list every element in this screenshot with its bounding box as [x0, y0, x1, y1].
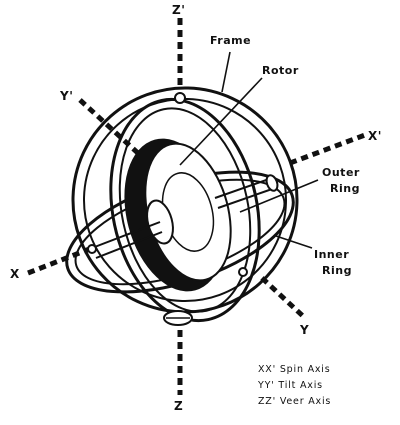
legend-veer-axis: ZZ' Veer Axis — [258, 396, 331, 407]
part-labels: Frame Rotor Outer Ring Inner Ring — [210, 34, 360, 277]
axis-labels: Z' Z Y' Y X' X — [10, 3, 382, 413]
spin-axle — [91, 174, 279, 259]
x-axis-right-segment — [289, 132, 366, 166]
x-axis-left-segment — [27, 245, 93, 276]
label-inner-ring-line1: Inner — [314, 248, 349, 261]
axis-label-y-prime: Y' — [59, 89, 73, 103]
y-axis-top-segment — [78, 98, 142, 157]
inner-ring-leader-line — [275, 235, 313, 249]
label-outer-ring-line2: Ring — [330, 182, 360, 195]
label-inner-ring-line2: Ring — [322, 264, 352, 277]
axis-label-z: Z — [174, 399, 183, 413]
label-frame: Frame — [210, 34, 251, 47]
label-outer-ring-line1: Outer — [322, 166, 360, 179]
frame-leader-line — [221, 51, 231, 93]
leader-lines — [179, 51, 319, 249]
legend-tilt-axis: YY' Tilt Axis — [257, 380, 323, 391]
rotor-leader-line — [179, 77, 263, 166]
y-axis-bottom-segment — [260, 276, 307, 320]
label-rotor: Rotor — [262, 64, 299, 77]
gyroscope-body — [65, 86, 299, 326]
legend-spin-axis: XX' Spin Axis — [258, 364, 331, 375]
axis-label-z-prime: Z' — [172, 3, 185, 17]
axis-label-x: X — [10, 267, 20, 281]
axes — [27, 18, 366, 395]
pivot-bolts — [87, 92, 248, 326]
axis-legend: XX' Spin Axis YY' Tilt Axis ZZ' Veer Axi… — [257, 364, 331, 407]
axis-label-y: Y — [299, 323, 309, 337]
rotor — [124, 138, 232, 292]
axis-label-x-prime: X' — [368, 129, 382, 143]
outer-ring-leader-line — [239, 179, 319, 213]
